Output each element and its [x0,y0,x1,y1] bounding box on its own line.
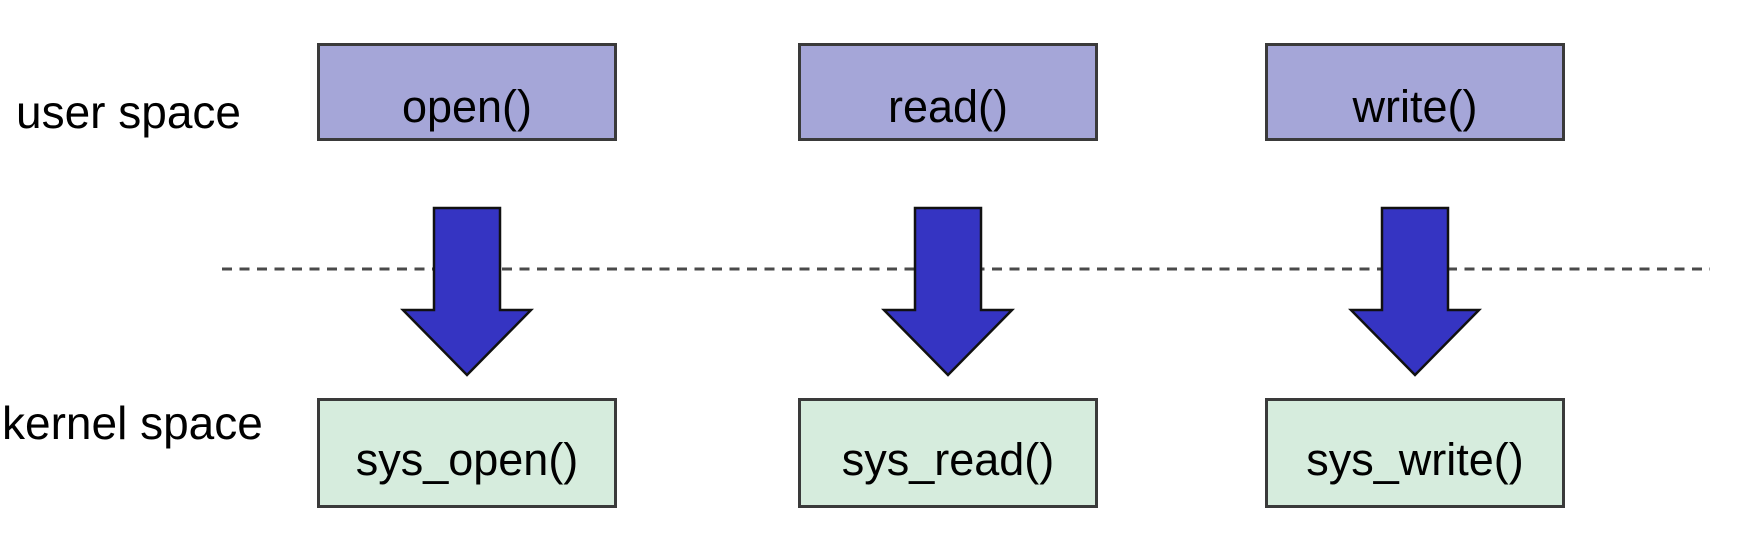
kernel-call-label: sys_write() [1306,434,1524,485]
user-call-label: open() [401,81,533,132]
user-call-label: read() [887,81,1009,132]
down-arrow-icon [400,206,534,377]
kernel-call-label: sys_open() [355,434,579,485]
user-call-box-read: read() [798,43,1098,141]
down-arrow-icon [881,206,1015,377]
kernel-call-box-sys-write: sys_write() [1265,398,1565,508]
down-arrow-icon [1348,206,1482,377]
user-call-box-write: write() [1265,43,1565,141]
user-space-label: user space [16,86,242,138]
kernel-call-box-sys-read: sys_read() [798,398,1098,508]
kernel-call-label: sys_read() [841,434,1055,485]
user-call-label: write() [1352,81,1478,132]
user-call-box-open: open() [317,43,617,141]
kernel-call-box-sys-open: sys_open() [317,398,617,508]
kernel-space-label: kernel space [2,397,263,449]
